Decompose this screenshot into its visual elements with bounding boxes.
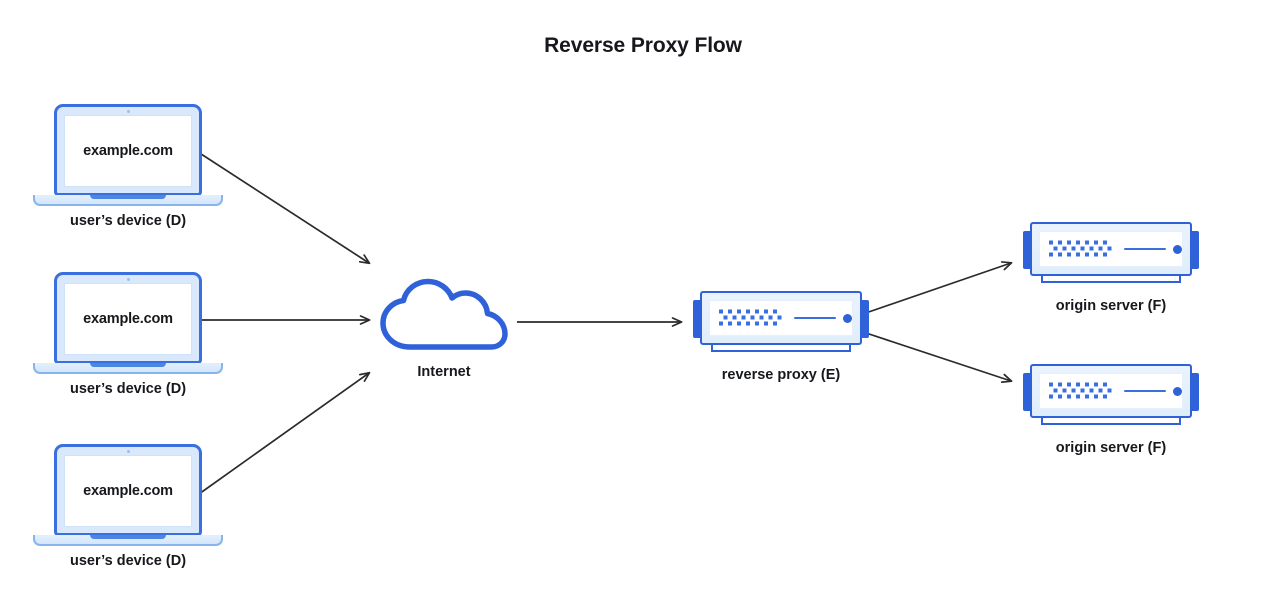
node-label: user’s device (D) — [69, 553, 187, 569]
node-origin-server-bottom[interactable]: origin server (F) — [1011, 364, 1211, 456]
server-icon — [693, 291, 869, 353]
camera-icon — [126, 450, 130, 453]
laptop-lid: example.com — [54, 272, 202, 364]
server-side-tab-left — [1023, 373, 1034, 411]
server-status-line — [794, 317, 836, 319]
server-icon — [1023, 364, 1199, 426]
node-label: Internet — [417, 364, 471, 380]
server-face-panel — [709, 300, 853, 336]
server-side-tab-left — [693, 300, 704, 338]
laptop-lid: example.com — [54, 104, 202, 196]
node-label: user’s device (D) — [69, 213, 187, 229]
laptop-base — [33, 195, 223, 206]
page-title: Reverse Proxy Flow — [544, 34, 742, 57]
server-vent-dots-icon — [1049, 382, 1112, 399]
laptop-screen: example.com — [64, 115, 192, 187]
trackpad-notch — [90, 363, 166, 367]
laptop-lid: example.com — [54, 444, 202, 536]
node-reverse-proxy[interactable]: reverse proxy (E) — [681, 291, 881, 383]
server-side-tab-right — [1188, 373, 1199, 411]
laptop-base — [33, 535, 223, 546]
node-internet[interactable]: Internet — [369, 278, 519, 380]
node-user-device-top[interactable]: example.com user’s device (D) — [33, 104, 223, 229]
server-base — [1041, 274, 1181, 283]
camera-icon — [126, 110, 130, 113]
node-label: reverse proxy (E) — [721, 367, 841, 383]
trackpad-notch — [90, 535, 166, 539]
cloud-icon — [380, 278, 508, 350]
node-user-device-bottom[interactable]: example.com user’s device (D) — [33, 444, 223, 569]
server-status-line — [1124, 390, 1166, 392]
server-vent-dots-icon — [719, 309, 782, 326]
laptop-screen: example.com — [64, 455, 192, 527]
server-face-panel — [1039, 231, 1183, 267]
edge-client-bottom-to-internet — [198, 371, 371, 495]
server-body — [700, 291, 862, 345]
server-side-tab-left — [1023, 231, 1034, 269]
node-label: user’s device (D) — [69, 381, 187, 397]
screen-url-text: example.com — [83, 483, 173, 499]
server-led-indicator — [1173, 386, 1182, 396]
server-body — [1030, 364, 1192, 418]
edge-client-top-to-internet — [197, 151, 371, 265]
server-base — [711, 343, 851, 352]
laptop-base — [33, 363, 223, 374]
server-led-indicator — [843, 313, 852, 323]
laptop-screen: example.com — [64, 283, 192, 355]
server-icon — [1023, 222, 1199, 284]
trackpad-notch — [90, 195, 166, 199]
screen-url-text: example.com — [83, 311, 173, 327]
screen-url-text: example.com — [83, 143, 173, 159]
server-led-indicator — [1173, 244, 1182, 254]
server-side-tab-right — [1188, 231, 1199, 269]
server-status-line — [1124, 248, 1166, 250]
node-origin-server-top[interactable]: origin server (F) — [1011, 222, 1211, 314]
server-face-panel — [1039, 373, 1183, 409]
node-user-device-middle[interactable]: example.com user’s device (D) — [33, 272, 223, 397]
server-body — [1030, 222, 1192, 276]
camera-icon — [126, 278, 130, 281]
server-side-tab-right — [858, 300, 869, 338]
node-label: origin server (F) — [1055, 440, 1167, 456]
server-vent-dots-icon — [1049, 240, 1112, 257]
server-base — [1041, 416, 1181, 425]
node-label: origin server (F) — [1055, 298, 1167, 314]
